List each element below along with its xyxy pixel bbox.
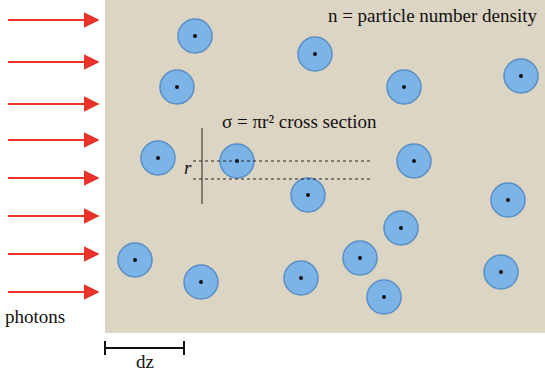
- particle: [141, 141, 175, 175]
- photon-arrow: [8, 215, 98, 217]
- particle: [367, 280, 401, 314]
- particle: [160, 70, 194, 104]
- particle: [118, 243, 152, 277]
- particle: [484, 255, 518, 289]
- radius-label: r: [184, 158, 191, 179]
- photon-arrow: [8, 139, 98, 141]
- medium-region: [105, 0, 545, 333]
- particle: [343, 241, 377, 275]
- photon-arrow: [8, 103, 98, 105]
- particle: [384, 211, 418, 245]
- cross-section-label: σ = πr² cross section: [222, 112, 376, 133]
- photon-arrow: [8, 19, 98, 21]
- photon-arrow: [8, 253, 98, 255]
- particle: [184, 265, 218, 299]
- photon-arrow: [8, 61, 98, 63]
- particle: [298, 37, 332, 71]
- photon-arrow: [8, 291, 98, 293]
- particle: [178, 19, 212, 53]
- particle: [491, 183, 525, 217]
- photon-arrow: [8, 177, 98, 179]
- particles: [118, 19, 538, 314]
- radius-marker: [193, 128, 370, 204]
- particle: [397, 144, 431, 178]
- thickness-label: dz: [136, 352, 154, 373]
- particle: [387, 70, 421, 104]
- particle: [291, 178, 325, 212]
- particle: [284, 261, 318, 295]
- density-label: n = particle number density: [328, 6, 537, 27]
- particle: [504, 59, 538, 93]
- photon-arrows: [8, 20, 98, 292]
- photons-label: photons: [5, 307, 65, 328]
